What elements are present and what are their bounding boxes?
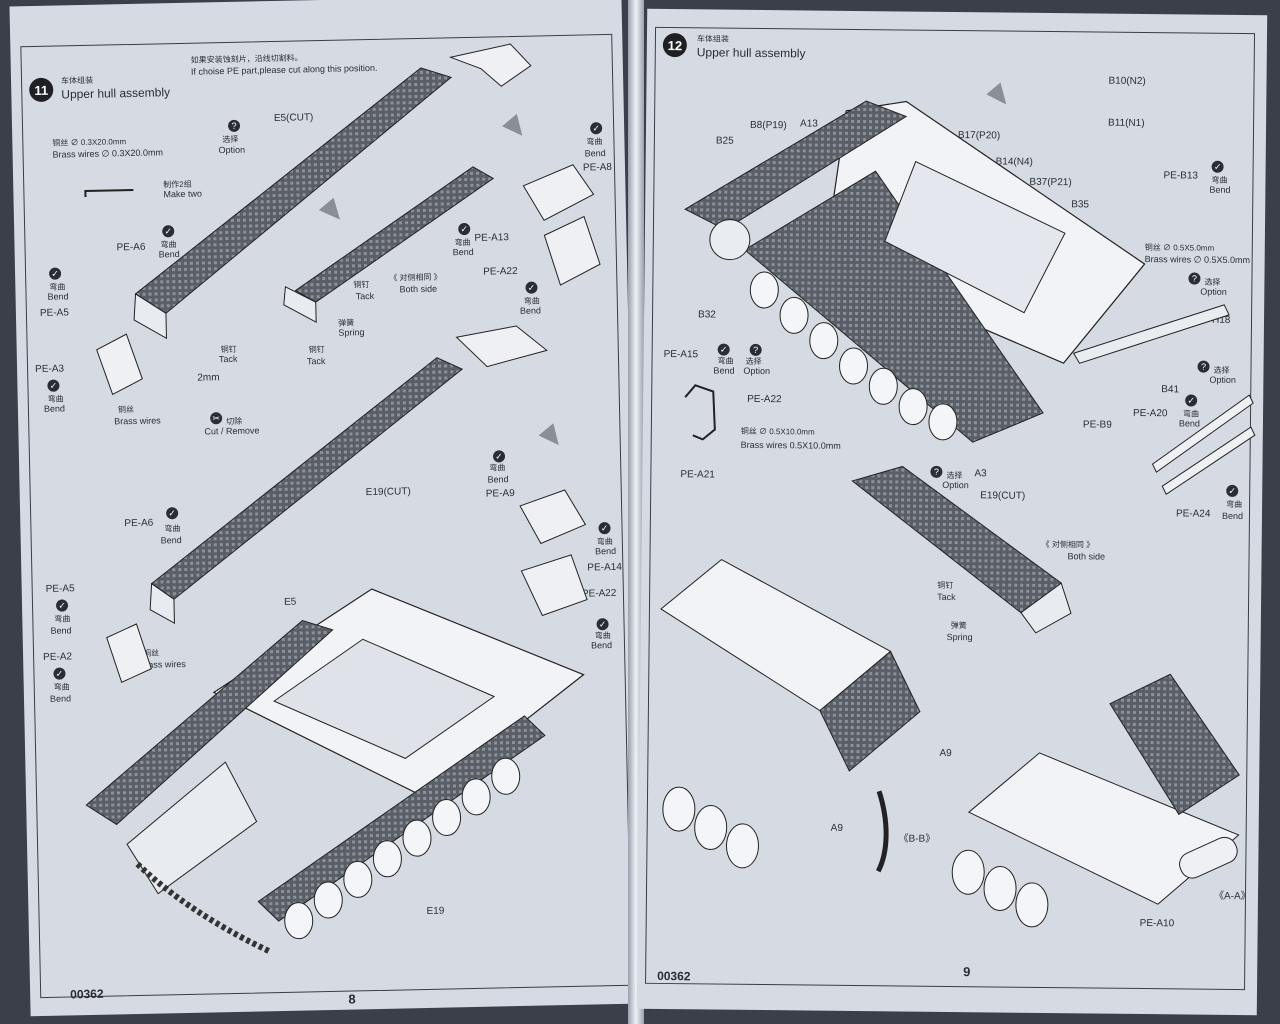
arrow-icon [538,423,559,446]
rear-hull-view [967,752,1240,905]
drive-sprocket [709,219,751,261]
pe-a20-bar [1151,394,1254,473]
exhaust-bar [1072,304,1230,364]
hull-fender-e5 [85,619,334,826]
track-links [135,861,271,954]
pe-a2-part [106,623,153,684]
left-page-drawings [84,43,601,954]
pe-a8-plate [522,164,595,222]
fender-e5-end [133,293,167,340]
right-fender [743,170,1044,443]
arrow-icon [502,113,523,136]
fender-segment [294,166,495,303]
arrow-icon [986,82,1007,105]
road-wheels [749,271,958,441]
fender-e19-cut [851,465,1063,614]
pe-a3-part [96,333,143,396]
page-number: 8 [348,991,356,1007]
fender-e19-cut [150,357,464,600]
kit-code: 00362 [70,986,104,1002]
arrow-icon [318,197,341,220]
pe-a22-plate [543,215,601,286]
fender-e19-end [149,582,175,625]
hull-opening [273,638,496,759]
fender-bracket [455,325,548,368]
road-wheels [662,786,759,869]
pe-a22-plate [520,554,588,617]
left-fender [684,100,908,231]
muffler-a-a [1179,836,1238,879]
kit-code: 00362 [657,968,691,984]
pe-a9-plate [519,489,587,545]
page-number: 9 [963,964,971,980]
rear-fender [819,650,921,772]
pe-a24-bar [1161,426,1256,495]
right-page-drawings [660,82,1256,928]
fender-e5-cut [134,67,453,314]
exhaust-pipe-b-b [875,790,889,873]
rear-fender [1109,673,1240,816]
fender-e19-end [1020,582,1072,634]
brass-wire-sample [84,188,134,197]
road-wheels [284,757,521,940]
engine-deck [884,160,1066,314]
left-page: 11 车体组装 Upper hull assembly 如果安装蚀刻片，沿线切割… [9,0,643,1017]
fender-segment-end [283,286,317,324]
right-page: 12 车体组装 Upper hull assembly B10(N2) B11(… [636,8,1268,1016]
fender-bracket [448,43,532,87]
pe-a15-bracket [684,384,716,441]
hull-fender-e19 [257,715,546,922]
road-wheels [951,849,1049,928]
